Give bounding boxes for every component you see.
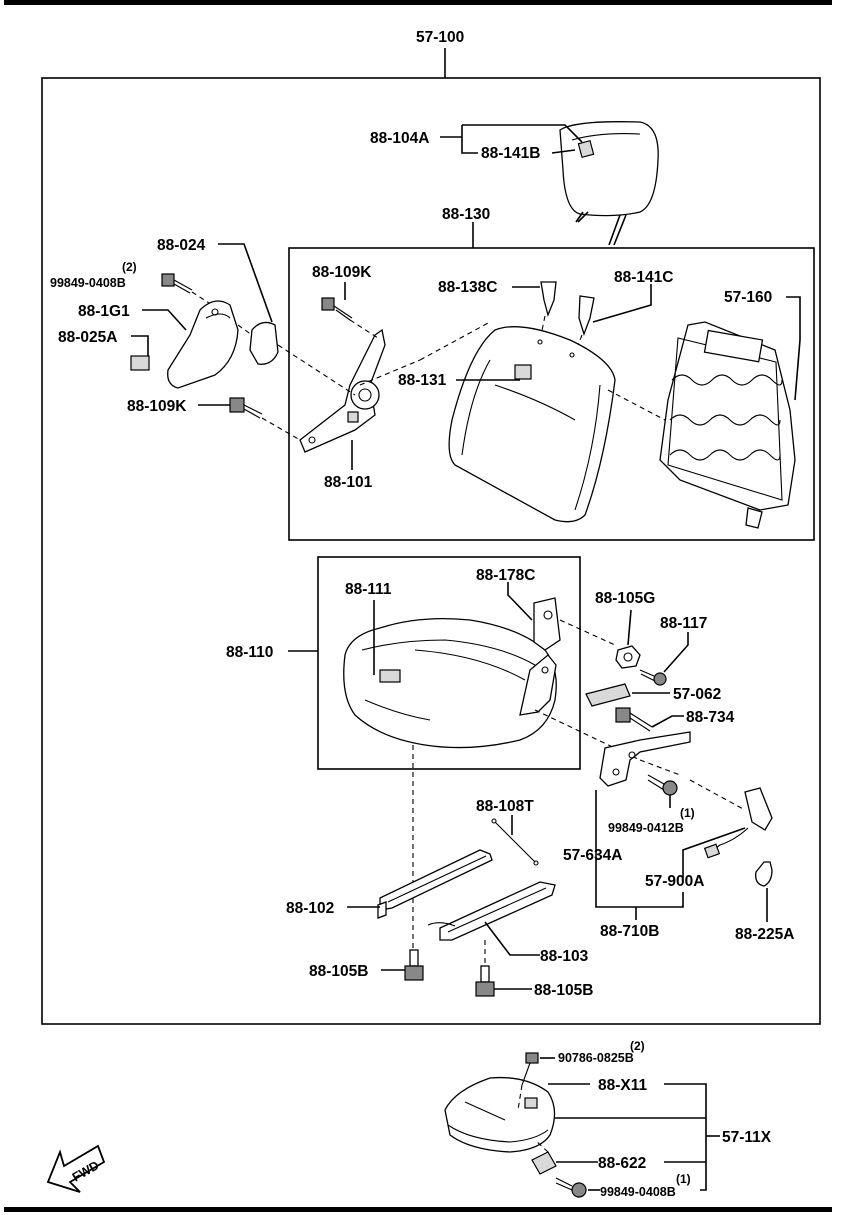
label-99849-0408B-top[interactable]: 99849-0408B	[50, 276, 126, 290]
guide-88-141C	[578, 295, 595, 337]
label-88-111[interactable]: 88-111	[345, 581, 392, 598]
wire-88-108T	[491, 818, 539, 866]
cap-88-622	[531, 1151, 557, 1175]
label-88-109K-top[interactable]: 88-109K	[312, 264, 372, 281]
guide-88-138C	[540, 281, 557, 318]
headrest	[559, 121, 659, 246]
label-88-1G1[interactable]: 88-1G1	[78, 303, 130, 320]
bolt-88-105B-right	[475, 965, 495, 997]
screw-99849-0412B	[647, 774, 678, 796]
label-88-178C[interactable]: 88-178C	[476, 567, 535, 584]
label-qty-2-screw[interactable]: (2)	[122, 260, 137, 274]
bolt-88-109K-top	[321, 297, 353, 321]
bolt-90786-0825B	[521, 1052, 539, 1086]
label-88-X11[interactable]: 88-X11	[598, 1077, 648, 1094]
label-88-025A[interactable]: 88-025A	[58, 329, 117, 346]
rail-88-103	[427, 881, 556, 941]
bolt-88-734	[615, 707, 653, 732]
screw-armrest	[555, 1177, 587, 1198]
recliner-cover-88-024	[249, 321, 279, 365]
label-88-024[interactable]: 88-024	[157, 237, 206, 254]
screw-88-117	[639, 669, 667, 686]
back-cushion	[448, 326, 616, 523]
label-88-104A[interactable]: 88-104A	[370, 130, 429, 147]
label-88-105B-left[interactable]: 88-105B	[309, 963, 368, 980]
label-88-110[interactable]: 88-110	[226, 644, 273, 661]
label-88-130[interactable]: 88-130	[442, 206, 490, 223]
seat-back-box	[288, 247, 815, 541]
label-88-734[interactable]: 88-734	[686, 709, 735, 726]
label-qty-2-armrest-bolt[interactable]: (2)	[630, 1039, 645, 1053]
label-88-105B-right[interactable]: 88-105B	[534, 982, 593, 999]
recliner-cover-88-1G1	[167, 300, 239, 389]
label-88-102[interactable]: 88-102	[286, 900, 334, 917]
label-88-622[interactable]: 88-622	[598, 1155, 646, 1172]
fwd-arrow-icon: FWD	[46, 1144, 106, 1193]
label-88-117[interactable]: 88-117	[660, 615, 707, 632]
back-frame	[659, 321, 796, 529]
label-90786-0825B[interactable]: 90786-0825B	[558, 1051, 634, 1065]
armrest-part	[444, 1076, 556, 1153]
nut-88-105G	[615, 645, 641, 669]
label-57-634A[interactable]: 57-634A	[563, 847, 622, 864]
main-frame	[41, 77, 821, 1025]
label-88-225A[interactable]: 88-225A	[735, 926, 794, 943]
label-57-100[interactable]: 57-100	[416, 29, 464, 46]
cushion-box	[317, 556, 581, 770]
label-88-141B[interactable]: 88-141B	[481, 145, 540, 162]
label-88-103[interactable]: 88-103	[540, 948, 589, 965]
label-99849-0408B-bottom[interactable]: 99849-0408B	[600, 1185, 676, 1199]
label-88-108T[interactable]: 88-108T	[476, 798, 534, 815]
label-qty-1-screw-0412[interactable]: (1)	[680, 806, 695, 820]
bracket-88-178C	[533, 597, 561, 651]
label-88-109K-lower[interactable]: 88-109K	[127, 398, 187, 415]
label-88-131[interactable]: 88-131	[398, 372, 447, 389]
label-88-138C[interactable]: 88-138C	[438, 279, 497, 296]
label-57-11X[interactable]: 57-11X	[722, 1129, 772, 1146]
label-88-141C[interactable]: 88-141C	[614, 269, 673, 286]
bolt-88-105B-left	[404, 949, 424, 981]
seatbelt-buckle	[703, 787, 773, 859]
label-57-900A[interactable]: 57-900A	[645, 873, 704, 890]
label-88-710B[interactable]: 88-710B	[600, 923, 659, 940]
label-99849-0412B[interactable]: 99849-0412B	[608, 821, 684, 835]
seat-cushion	[343, 617, 557, 749]
label-57-160[interactable]: 57-160	[724, 289, 772, 306]
knob-88-025A	[130, 355, 150, 371]
buckle-bracket-57-634A	[599, 731, 691, 787]
recliner-part	[299, 328, 386, 453]
bolt-88-109K-lower	[229, 397, 263, 419]
label-57-062[interactable]: 57-062	[673, 686, 721, 703]
lever-57-062	[585, 683, 631, 707]
clip-88-225A	[755, 861, 773, 887]
label-88-105G[interactable]: 88-105G	[595, 590, 655, 607]
label-qty-1-armrest-screw[interactable]: (1)	[676, 1172, 691, 1186]
bottom-rule	[4, 1207, 832, 1212]
rail-88-102	[377, 849, 493, 919]
screw-99849-0408B	[161, 273, 193, 294]
top-rule	[4, 0, 832, 5]
label-88-101[interactable]: 88-101	[324, 474, 373, 491]
